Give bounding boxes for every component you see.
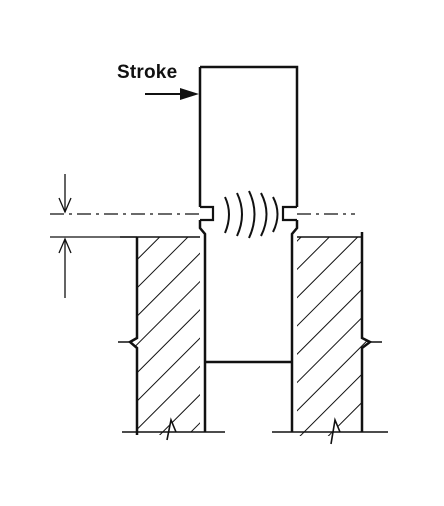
lower-part [198,220,299,432]
upper-part [198,65,299,222]
left-wall-hatch [130,237,200,435]
stroke-arrow [145,88,199,100]
upper-part-notch-left [200,205,215,222]
left-break-mark [118,341,177,441]
right-wall-hatch [297,237,370,436]
upper-part-notch-right [281,205,297,222]
stroke-label: Stroke [117,62,178,83]
left-wall [118,236,200,441]
right-wall-outline [360,232,373,432]
dimension-mark [58,174,72,298]
upper-part-outline [198,65,299,207]
lower-part-outline [198,220,299,432]
wave-arc-2 [236,192,243,237]
right-break-mark [330,341,382,445]
wave-arc-1 [224,196,230,234]
dimension-arrowhead-top [58,197,72,214]
ultrasonic-waves [224,190,279,239]
right-wall [297,232,382,445]
left-wall-outline [127,237,139,435]
stroke-arrowhead [180,88,199,100]
wave-arc-5 [272,196,279,233]
wave-arc-3 [248,190,256,239]
dimension-arrowhead-bottom [58,237,72,254]
wave-arc-4 [260,192,268,237]
